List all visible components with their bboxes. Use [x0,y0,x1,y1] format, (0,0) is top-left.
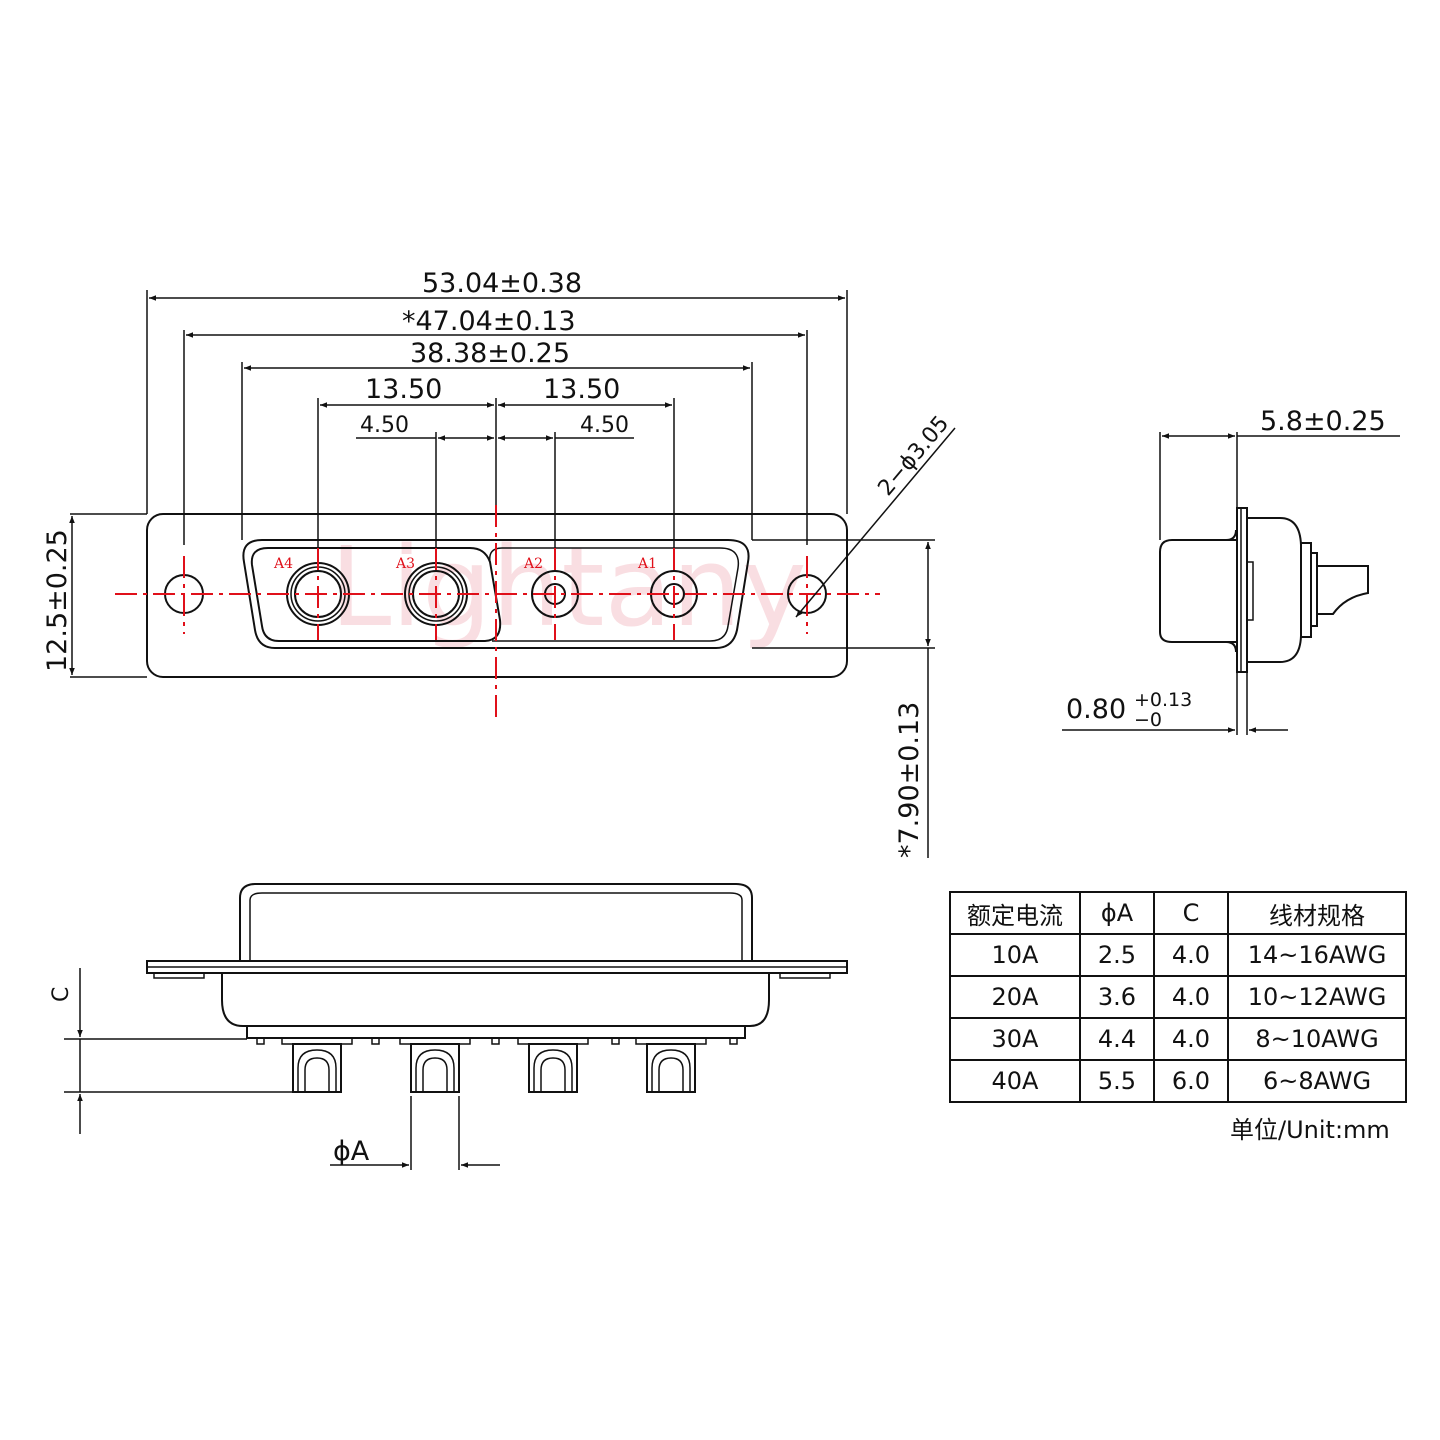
dim-shell-width: 38.38±0.25 [410,338,570,369]
dim-flange-tol-minus: −0 [1134,709,1162,731]
shell-outer [242,539,750,649]
solder-cup [281,1037,353,1093]
header-rated-current: 额定电流 [949,891,1081,935]
spec-table: 额定电流 ϕA C 线材规格 10A 2.5 4.0 14~16AWG 20A … [949,891,1407,1103]
solder-cup [635,1037,707,1093]
table-row: 20A 3.6 4.0 10~12AWG [949,975,1407,1019]
pin-label-a2: A2 [523,556,543,572]
dim-mount-hole-diameter: 2−ϕ3.05 [873,411,954,501]
dim-right-inner-pitch: 4.50 [580,413,629,438]
dim-overall-width: 53.04±0.38 [422,268,582,299]
pin-label-a4: A4 [273,556,293,572]
table-row: 10A 2.5 4.0 14~16AWG [949,933,1407,977]
front-view: A4 A3 A2 A1 53.04±0.38 *47.04±0.13 38.38… [42,268,956,858]
header-wire-spec: 线材规格 [1227,891,1407,935]
pin-label-a3: A3 [395,556,415,572]
header-c: C [1153,891,1229,935]
side-view: 5.8±0.25 0.80 +0.13 −0 [1062,406,1400,735]
cell-wire: 14~16AWG [1227,933,1407,977]
dim-right-outer-pitch: 13.50 [543,374,620,405]
unit-label: 单位/Unit:mm [1230,1116,1390,1144]
cell-phi-a: 4.4 [1079,1017,1155,1061]
label-phi-a: ϕA [333,1136,370,1167]
table-header-row: 额定电流 ϕA C 线材规格 [949,891,1407,935]
cell-c: 4.0 [1153,1017,1229,1061]
cell-c: 4.0 [1153,933,1229,977]
dim-left-inner-pitch: 4.50 [360,413,409,438]
dim-height: 12.5±0.25 [42,529,73,672]
pin-label-a1: A1 [637,556,657,572]
cell-c: 6.0 [1153,1059,1229,1103]
cell-wire: 8~10AWG [1227,1017,1407,1061]
bottom-view: C ϕA [49,883,848,1170]
cell-phi-a: 2.5 [1079,933,1155,977]
dim-flange-tol-plus: +0.13 [1134,689,1192,711]
shell-inner-left [250,547,502,642]
dim-flange-thickness: 0.80 [1066,694,1126,725]
label-c: C [49,987,74,1002]
cell-c: 4.0 [1153,975,1229,1019]
cell-current: 40A [949,1059,1081,1103]
cell-current: 10A [949,933,1081,977]
dim-shell-height: *7.90±0.13 [894,702,925,858]
cell-phi-a: 5.5 [1079,1059,1155,1103]
cell-wire: 6~8AWG [1227,1059,1407,1103]
cell-wire: 10~12AWG [1227,975,1407,1019]
dim-left-outer-pitch: 13.50 [365,374,442,405]
table-row: 40A 5.5 6.0 6~8AWG [949,1059,1407,1103]
header-phi-a: ϕA [1079,891,1155,935]
dim-mount-hole-pitch: *47.04±0.13 [402,306,576,337]
shell-inner-right [489,547,740,642]
cell-current: 30A [949,1017,1081,1061]
solder-cup [517,1037,589,1093]
table-row: 30A 4.4 4.0 8~10AWG [949,1017,1407,1061]
dim-depth: 5.8±0.25 [1260,406,1386,437]
cell-current: 20A [949,975,1081,1019]
solder-cup [399,1037,471,1093]
cell-phi-a: 3.6 [1079,975,1155,1019]
